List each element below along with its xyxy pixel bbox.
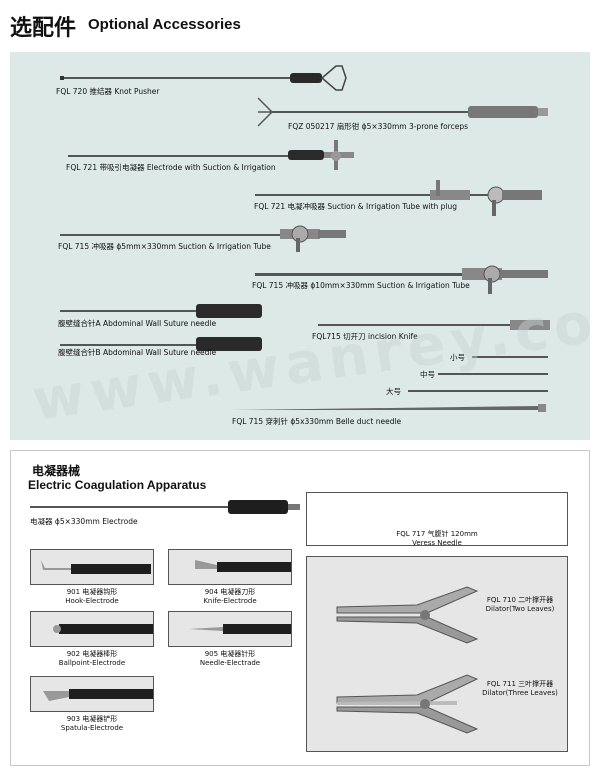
- dilator-two-leaves-image: [336, 586, 479, 644]
- caption-spatula: 903 电凝器铲形 Spatula-Electrode: [30, 715, 154, 733]
- label-knot-pusher: FQL 720 推结器 Knot Pusher: [56, 87, 160, 96]
- caption-hook-zh: 901 电凝器钩形: [66, 588, 118, 596]
- knife-electrode-image: [195, 560, 291, 572]
- electrode-suction-image: [68, 140, 354, 170]
- caption-dilator2-en: Dilator(Two Leaves): [485, 605, 555, 613]
- caption-hook: 901 电凝器钩形 Hook-Electrode: [30, 588, 154, 606]
- label-forceps: FQZ 050217 扇形钳 ϕ5×330mm 3-prone forceps: [288, 122, 469, 131]
- label-incision-knife: FQL715 切开刀 incision Knife: [312, 332, 418, 341]
- electric-title-en: Electric Coagulation Apparatus: [28, 478, 207, 492]
- ballpoint-electrode-image: [53, 624, 153, 634]
- header-title-zh: 选配件: [10, 16, 77, 41]
- caption-ballpoint-en: Ballpoint-Electrode: [58, 659, 126, 667]
- caption-dilator3-zh: FQL 711 三叶撑开器: [486, 680, 554, 688]
- dilator-card: [306, 556, 568, 752]
- caption-dilator2-zh: FQL 710 二叶撑开器: [486, 596, 554, 604]
- label-suction-plug: FQL 721 电凝冲吸器 Suction & Irrigation Tube …: [254, 202, 458, 211]
- dilator-images: [336, 586, 479, 734]
- needle-large-image: [408, 390, 548, 392]
- spatula-electrode-image: [43, 689, 153, 701]
- caption-ballpoint: 902 电凝器棒形 Ballpoint-Electrode: [30, 650, 154, 668]
- caption-knife: 904 电凝器刀形 Knife-Electrode: [168, 588, 292, 606]
- needle-small-image: [472, 356, 548, 358]
- label-belle-needle: FQL 715 穿刺针 ϕ5x330mm Belle duct needle: [232, 417, 402, 426]
- header-title-en: Optional Accessories: [88, 16, 241, 33]
- incision-knife-image: [318, 320, 550, 330]
- veress-caption-zh: FQL 717 气腹针 120mm: [396, 530, 478, 538]
- label-suture-needle-a: 腹壁缝合针A Abdominal Wall Suture needle: [58, 319, 217, 328]
- label-electrode: 电凝器 ϕ5×330mm Electrode: [30, 517, 138, 526]
- card-needle: [168, 611, 292, 647]
- electric-title-zh: 电凝器械: [32, 464, 81, 478]
- label-size-large: 大号: [386, 387, 401, 396]
- caption-dilator2: FQL 710 二叶撑开器 Dilator(Two Leaves): [478, 596, 562, 614]
- hook-electrode-image: [41, 560, 151, 574]
- card-hook: [30, 549, 154, 585]
- caption-spatula-zh: 903 电凝器铲形: [66, 715, 118, 723]
- suture-needle-a-image: [60, 304, 262, 318]
- label-suction-10mm: FQL 715 冲吸器 ϕ10mm×330mm Suction & Irriga…: [252, 281, 470, 290]
- caption-dilator3-en: Dilator(Three Leaves): [482, 689, 558, 697]
- label-size-small: 小号: [450, 353, 465, 362]
- veress-caption: FQL 717 气腹针 120mm Veress Needle: [310, 530, 564, 548]
- caption-hook-en: Hook-Electrode: [65, 597, 119, 605]
- caption-knife-en: Knife-Electrode: [203, 597, 257, 605]
- label-size-medium: 中号: [420, 370, 435, 379]
- veress-card: [306, 492, 568, 546]
- label-electrode-suction: FQL 721 带吸引电凝器 Electrode with Suction & …: [66, 163, 276, 172]
- belle-needle-image: [232, 404, 546, 412]
- suction-10mm-image: [255, 265, 548, 294]
- caption-needle: 905 电凝器针形 Needle-Electrade: [168, 650, 292, 668]
- label-suction-5mm: FQL 715 冲吸器 ϕ5mm×330mm Suction & Irrigat…: [58, 242, 271, 251]
- dilator-three-leaves-image: [336, 674, 479, 734]
- forceps-image: [257, 97, 548, 127]
- suction-plug-image: [255, 180, 542, 216]
- card-knife: [168, 549, 292, 585]
- page-header: 选配件 Optional Accessories: [8, 4, 592, 41]
- caption-knife-zh: 904 电凝器刀形: [204, 588, 256, 596]
- suction-5mm-image: [60, 225, 346, 252]
- caption-spatula-en: Spatula-Electrode: [60, 724, 124, 732]
- needle-electrode-image: [189, 624, 291, 634]
- caption-needle-en: Needle-Electrade: [199, 659, 261, 667]
- label-suture-needle-b: 腹壁缝合针B Abdominal Wall Suture needle: [58, 348, 217, 357]
- accessories-illustrations: [60, 65, 550, 412]
- card-ballpoint: [30, 611, 154, 647]
- caption-dilator3: FQL 711 三叶撑开器 Dilator(Three Leaves): [478, 680, 562, 698]
- card-spatula: [30, 676, 154, 712]
- needle-medium-image: [438, 373, 548, 375]
- caption-needle-zh: 905 电凝器针形: [204, 650, 256, 658]
- knot-pusher-image: [60, 65, 347, 91]
- caption-ballpoint-zh: 902 电凝器棒形: [66, 650, 118, 658]
- suture-needle-b-image: [60, 337, 262, 351]
- veress-caption-en: Veress Needle: [412, 539, 462, 547]
- electrode-image: [30, 500, 300, 514]
